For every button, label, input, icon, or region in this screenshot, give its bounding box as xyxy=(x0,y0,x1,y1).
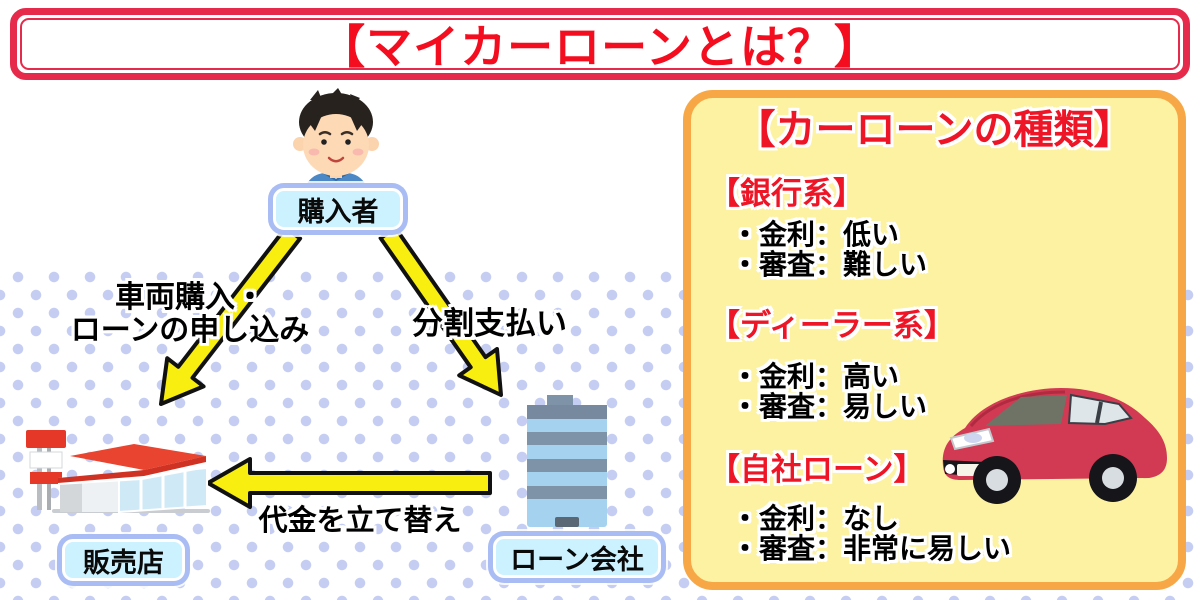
loan-company-badge: ローン会社 xyxy=(488,531,666,583)
section-bank: 【銀行系】 ・金利：低い ・審査：難しい xyxy=(709,176,1160,280)
car-illustration xyxy=(942,388,1167,504)
shop-illustration xyxy=(26,430,210,514)
arrow-loan-to-shop xyxy=(206,457,492,509)
label-purchase-line2: ローンの申し込み xyxy=(70,314,310,347)
loan-company-badge-label: ローン会社 xyxy=(493,536,661,578)
section-dealer: 【ディーラー系】 ・金利：高い ・審査：易しい xyxy=(709,308,1160,422)
section-inhouse-item: ・金利：なし xyxy=(731,503,900,534)
shop-badge-label: 販売店 xyxy=(62,539,185,581)
title-banner-inner-frame: 【マイカーローンとは？】 xyxy=(20,18,1180,73)
arrow-buyer-to-shop xyxy=(159,225,303,406)
section-inhouse-heading: 【自社ローン】 xyxy=(709,452,925,487)
section-dealer-heading: 【ディーラー系】 xyxy=(709,308,955,343)
label-installment-payment: 分割支払い xyxy=(412,306,567,341)
buyer-badge: 購入者 xyxy=(268,183,408,235)
section-dealer-item: ・審査：易しい xyxy=(731,391,928,422)
label-purchase-and-application: 車両購入・ ローンの申し込み xyxy=(55,281,325,347)
section-bank-item: ・金利：低い xyxy=(731,219,900,250)
section-inhouse: 【自社ローン】 ・金利：なし ・審査：非常に易しい xyxy=(709,452,1160,564)
section-bank-item: ・審査：難しい xyxy=(731,249,928,280)
page-title: 【マイカーローンとは？】 xyxy=(319,21,881,73)
label-purchase-line1: 車両購入・ xyxy=(115,281,265,314)
arrow-buyer-to-loan xyxy=(378,225,503,397)
section-dealer-item: ・金利：高い xyxy=(731,361,900,392)
section-bank-heading: 【銀行系】 xyxy=(709,176,864,211)
buyer-illustration xyxy=(293,88,379,190)
loan-types-panel: 【カーローンの種類】 【銀行系】 ・金利：低い ・審査：難しい 【ディーラー系】… xyxy=(683,90,1186,590)
panel-title: 【カーローンの種類】 xyxy=(735,108,1134,152)
loan-company-illustration xyxy=(527,395,607,527)
title-banner: 【マイカーローンとは？】 xyxy=(10,8,1190,80)
label-advance-payment: 代金を立て替え xyxy=(258,505,462,537)
shop-badge: 販売店 xyxy=(57,534,190,586)
section-inhouse-item: ・審査：非常に易しい xyxy=(731,533,1012,564)
buyer-badge-label: 購入者 xyxy=(273,188,403,230)
